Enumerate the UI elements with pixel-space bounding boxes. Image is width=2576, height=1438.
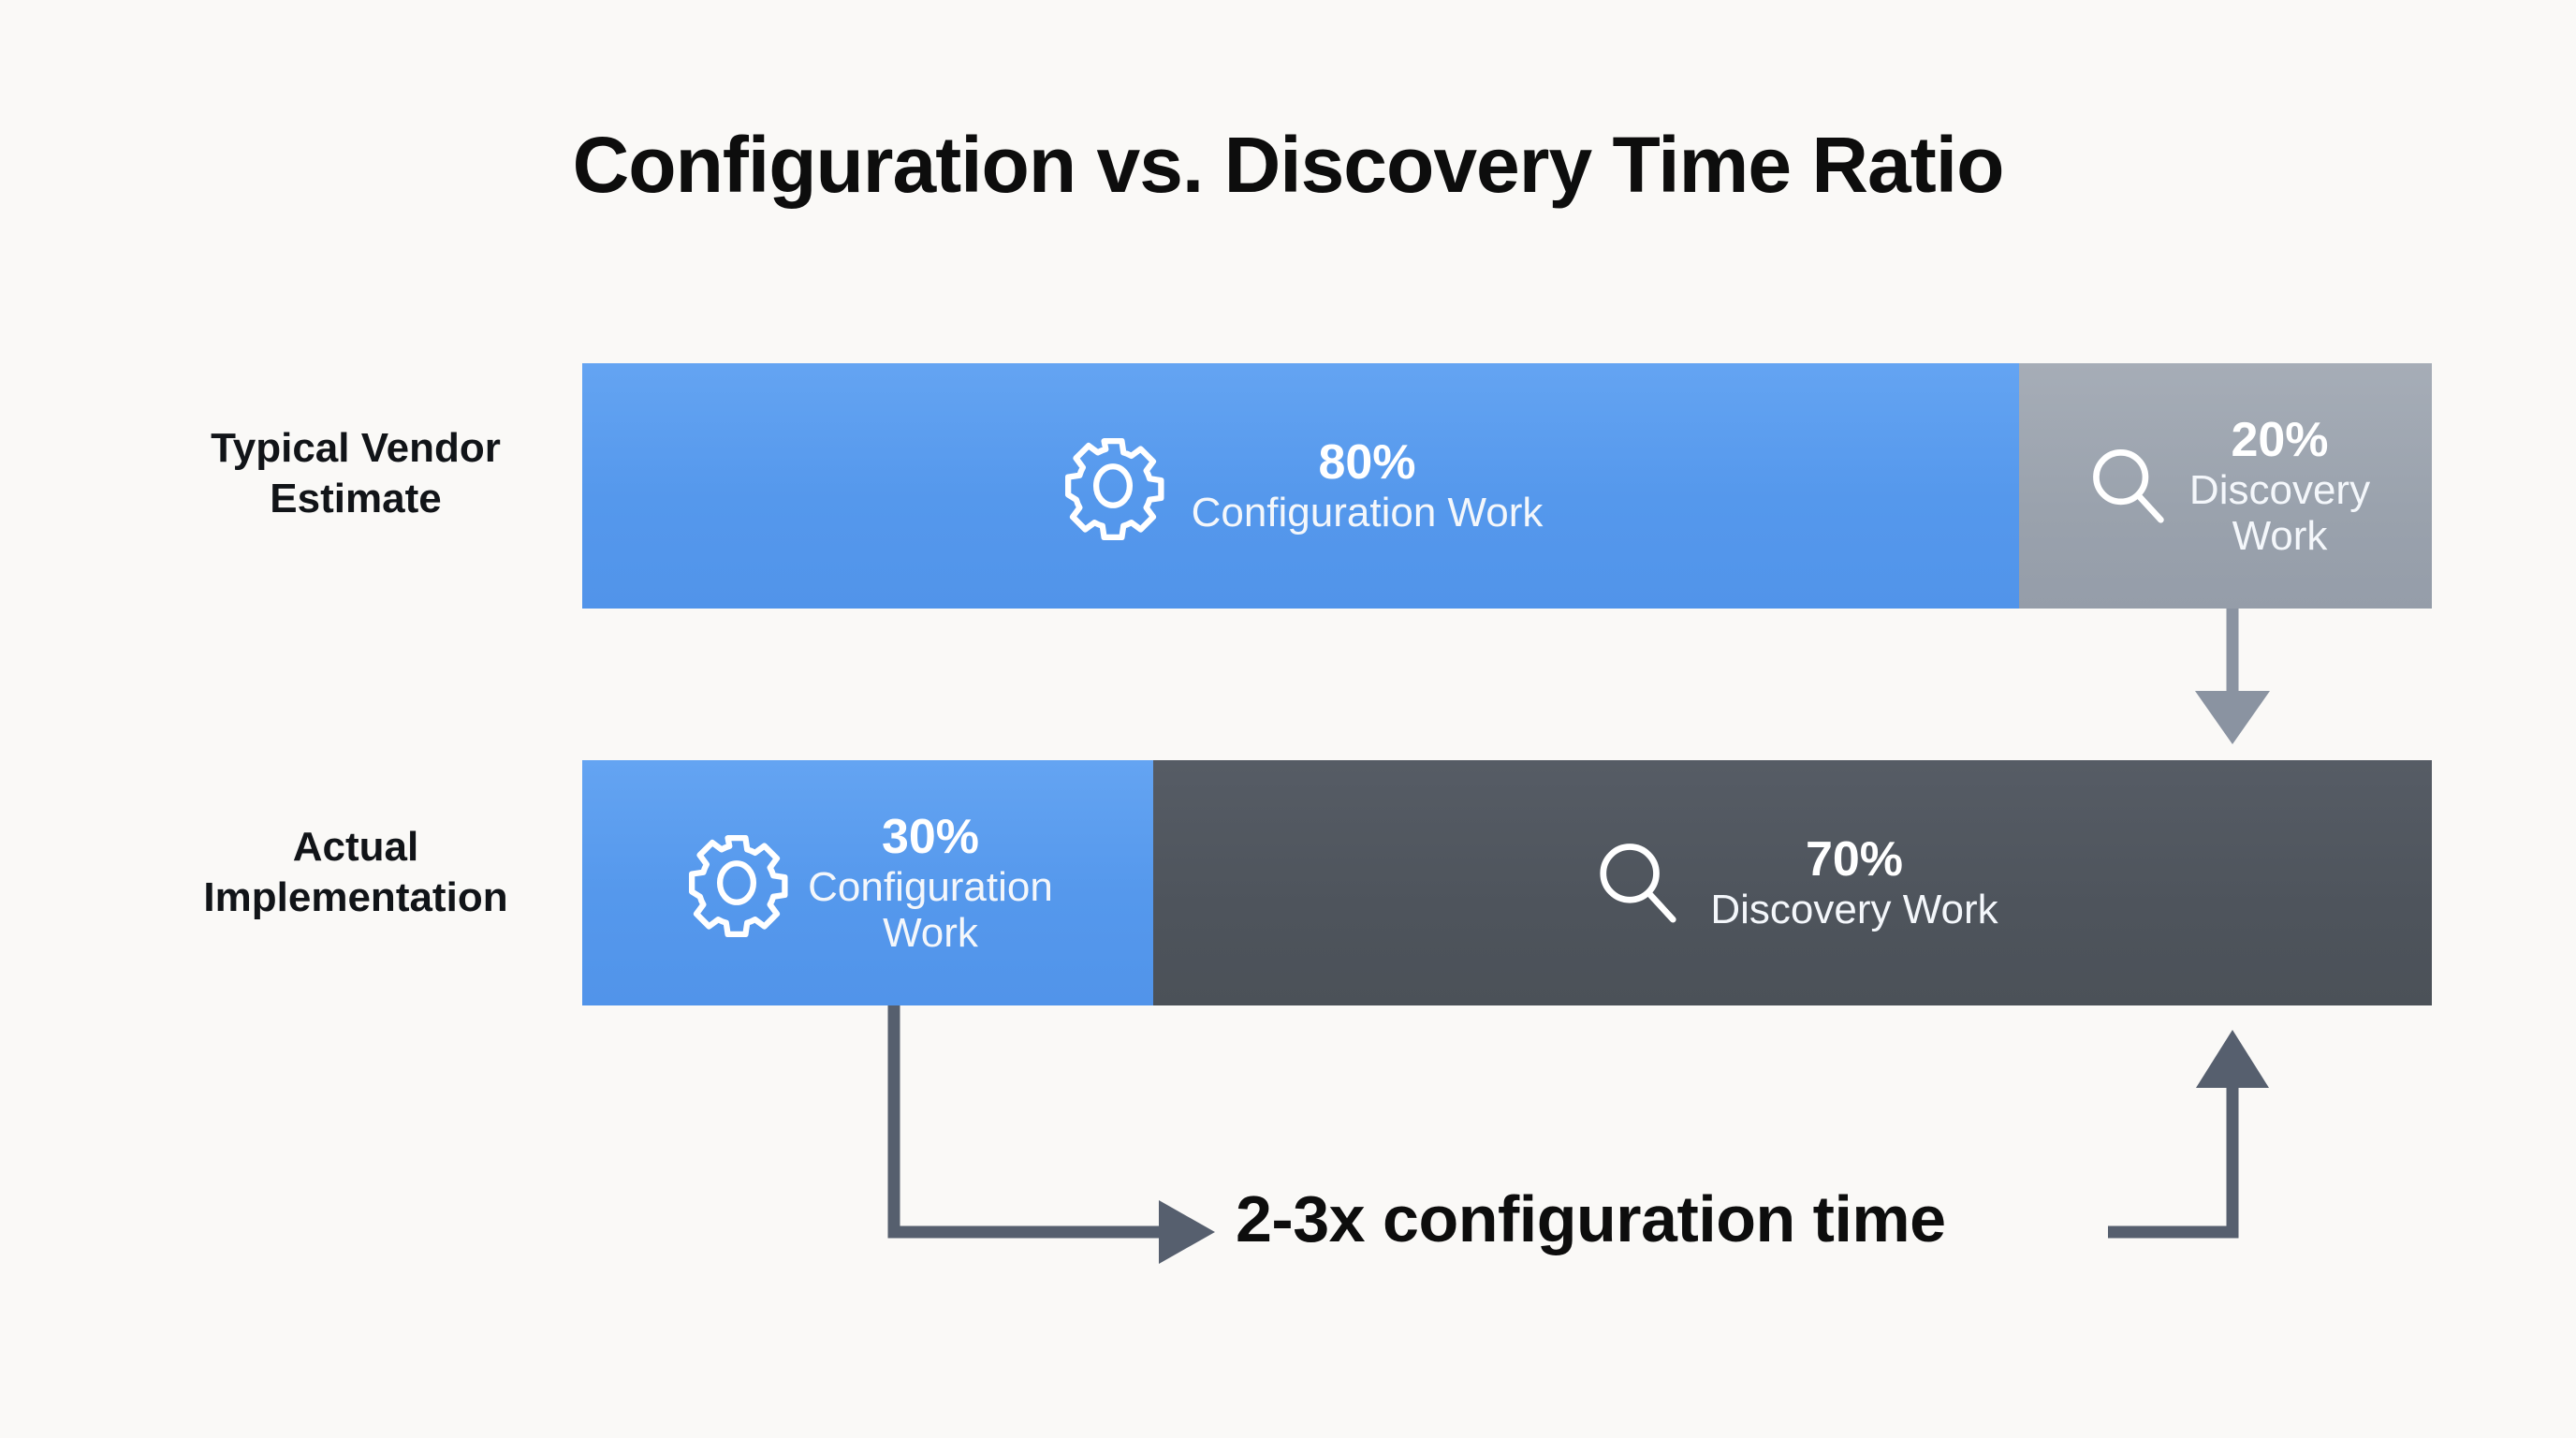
row-label-line: Estimate [270, 475, 442, 521]
row-label-line: Implementation [203, 873, 508, 920]
bar-segment-caption: Discovery Work [1710, 887, 1998, 933]
bar-segment-text: 70% Discovery Work [1710, 832, 1998, 933]
bar-segment-caption: Work [2232, 513, 2328, 560]
bar-segment-percent: 70% [1805, 832, 1904, 888]
stacked-bar-actual-implementation: 30% Configuration Work 70% Discovery Wor… [582, 760, 2432, 1005]
bar-segment-caption: Configuration [808, 863, 1053, 910]
bar-segment-percent: 30% [881, 809, 980, 864]
right-elbow-connector [2108, 1030, 2269, 1239]
gear-icon [1059, 432, 1167, 540]
magnifier-icon [1587, 832, 1688, 933]
bar-segment-caption: Work [883, 910, 978, 957]
row-label-typical-vendor-estimate: Typical Vendor Estimate [131, 423, 580, 523]
row-label-actual-implementation: Actual Implementation [131, 822, 580, 922]
page-title: Configuration vs. Discovery Time Ratio [572, 121, 2005, 209]
row-label-line: Actual [292, 824, 419, 870]
bar-segment-percent: 20% [2231, 412, 2329, 467]
bar-segment-discovery-20[interactable]: 20% Discovery Work [2019, 363, 2432, 609]
bar-segment-text: 20% Discovery Work [2189, 413, 2370, 560]
stacked-bar-typical-vendor-estimate: 80% Configuration Work 20% Discovery Wor… [582, 363, 2432, 609]
bar-segment-configuration-30[interactable]: 30% Configuration Work [582, 760, 1153, 1005]
left-elbow-connector [887, 1005, 1215, 1264]
down-arrow-connector [2195, 609, 2270, 744]
bar-segment-configuration-80[interactable]: 80% Configuration Work [582, 363, 2019, 609]
gear-icon [682, 829, 791, 937]
bar-segment-caption: Discovery [2188, 466, 2371, 513]
bar-segment-text: 30% Configuration Work [808, 810, 1053, 957]
bar-segment-percent: 80% [1318, 435, 1416, 491]
bar-segment-discovery-70[interactable]: 70% Discovery Work [1153, 760, 2432, 1005]
bar-segment-caption: Configuration Work [1191, 490, 1544, 536]
row-label-line: Typical Vendor [211, 425, 501, 471]
bar-segment-text: 80% Configuration Work [1192, 435, 1544, 536]
callout-label: 2-3x configuration time [1236, 1182, 1946, 1255]
magnifier-icon [2081, 439, 2174, 533]
